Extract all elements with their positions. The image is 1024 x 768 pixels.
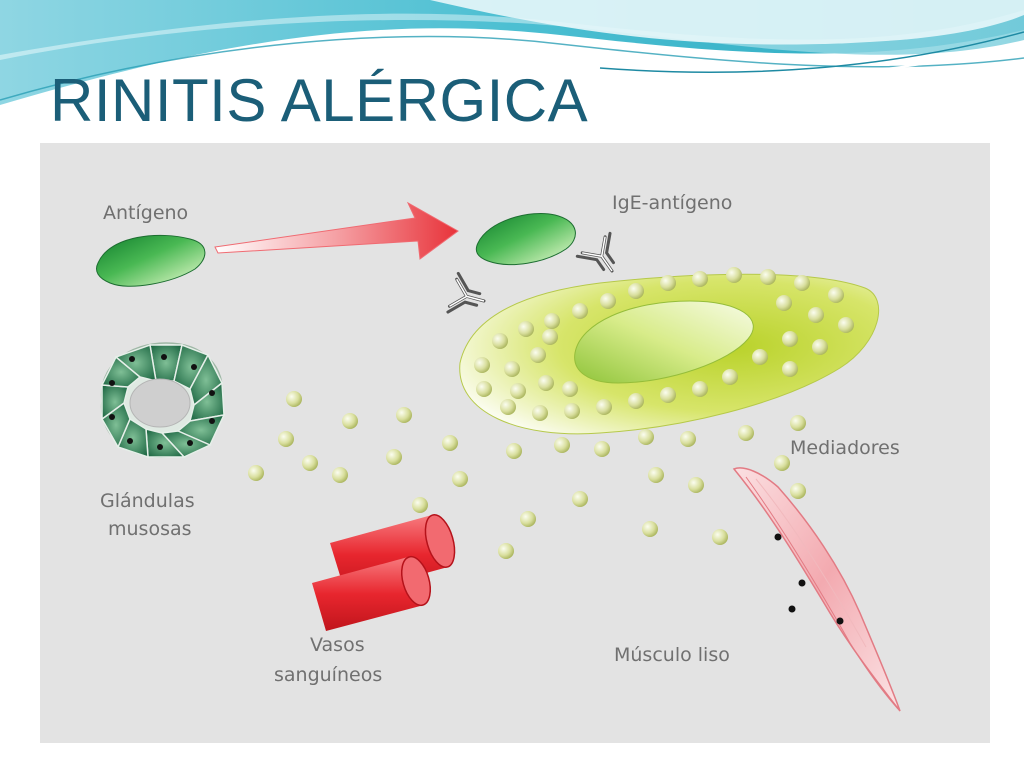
- granule: [660, 387, 676, 403]
- granule: [544, 313, 560, 329]
- granule: [564, 403, 580, 419]
- mediator: [712, 529, 728, 545]
- mediator: [790, 415, 806, 431]
- granule: [782, 361, 798, 377]
- mediator: [688, 477, 704, 493]
- granule: [542, 329, 558, 345]
- mast-cell-granules: [474, 267, 854, 421]
- granule: [794, 275, 810, 291]
- label-antigen: Antígeno: [103, 202, 188, 224]
- mediator: [498, 543, 514, 559]
- mediator: [572, 491, 588, 507]
- mediator: [342, 413, 358, 429]
- mediator: [386, 449, 402, 465]
- label-muscle: Músculo liso: [614, 644, 730, 666]
- granule: [596, 399, 612, 415]
- granule: [500, 399, 516, 415]
- mediator: [302, 455, 318, 471]
- granule: [760, 269, 776, 285]
- granule: [532, 405, 548, 421]
- granule: [572, 303, 588, 319]
- mediator: [332, 467, 348, 483]
- granule: [530, 347, 546, 363]
- mediator: [642, 521, 658, 537]
- granule: [600, 293, 616, 309]
- granule: [722, 369, 738, 385]
- mediator: [774, 455, 790, 471]
- antigen-particle: [96, 234, 206, 287]
- granule: [726, 267, 742, 283]
- slide-title: RINITIS ALÉRGICA: [50, 67, 589, 134]
- label-mediators: Mediadores: [790, 437, 900, 459]
- granule: [660, 275, 676, 291]
- granule: [838, 317, 854, 333]
- granule: [776, 295, 792, 311]
- mediator: [396, 407, 412, 423]
- mediator: [278, 431, 294, 447]
- mediator: [506, 443, 522, 459]
- mediator: [248, 465, 264, 481]
- granule: [812, 339, 828, 355]
- mediator: [520, 511, 536, 527]
- label-glands-line1: Glándulas: [100, 490, 195, 512]
- granule: [692, 381, 708, 397]
- mucous-gland: [100, 342, 226, 459]
- mediator: [594, 441, 610, 457]
- label-vessels-line1: Vasos: [310, 634, 365, 656]
- granule: [752, 349, 768, 365]
- label-ige-antigen: IgE-antígeno: [612, 192, 732, 214]
- granule: [476, 381, 492, 397]
- mast-cell-nucleus: [574, 300, 754, 384]
- granule: [562, 381, 578, 397]
- granule: [492, 333, 508, 349]
- granule: [538, 375, 554, 391]
- smooth-muscle: [732, 467, 901, 712]
- ige-antibody-right: [575, 231, 630, 284]
- mediator: [554, 437, 570, 453]
- mediator-particles: [248, 391, 806, 559]
- granule: [628, 283, 644, 299]
- bound-antigen-particle: [475, 212, 576, 266]
- mediator: [790, 483, 806, 499]
- mediator: [680, 431, 696, 447]
- mediator: [442, 435, 458, 451]
- allergic-rhinitis-diagram: Antígeno IgE-antígeno Mediadores Glándul…: [96, 192, 901, 712]
- granule: [628, 393, 644, 409]
- granule: [504, 361, 520, 377]
- mediator: [286, 391, 302, 407]
- header-wave-banner: [0, 0, 1024, 109]
- mediator: [638, 429, 654, 445]
- mediator: [412, 497, 428, 513]
- entry-arrow: [214, 201, 459, 260]
- mediator: [738, 425, 754, 441]
- granule: [782, 331, 798, 347]
- mediator: [648, 467, 664, 483]
- granule: [828, 287, 844, 303]
- label-vessels-line2: sanguíneos: [274, 664, 382, 686]
- granule: [808, 307, 824, 323]
- blood-vessels: [312, 514, 456, 631]
- granule: [692, 271, 708, 287]
- granule: [510, 383, 526, 399]
- ige-antibody-left: [446, 271, 491, 322]
- mediator: [452, 471, 468, 487]
- granule: [518, 321, 534, 337]
- label-glands-line2: musosas: [108, 518, 192, 540]
- granule: [474, 357, 490, 373]
